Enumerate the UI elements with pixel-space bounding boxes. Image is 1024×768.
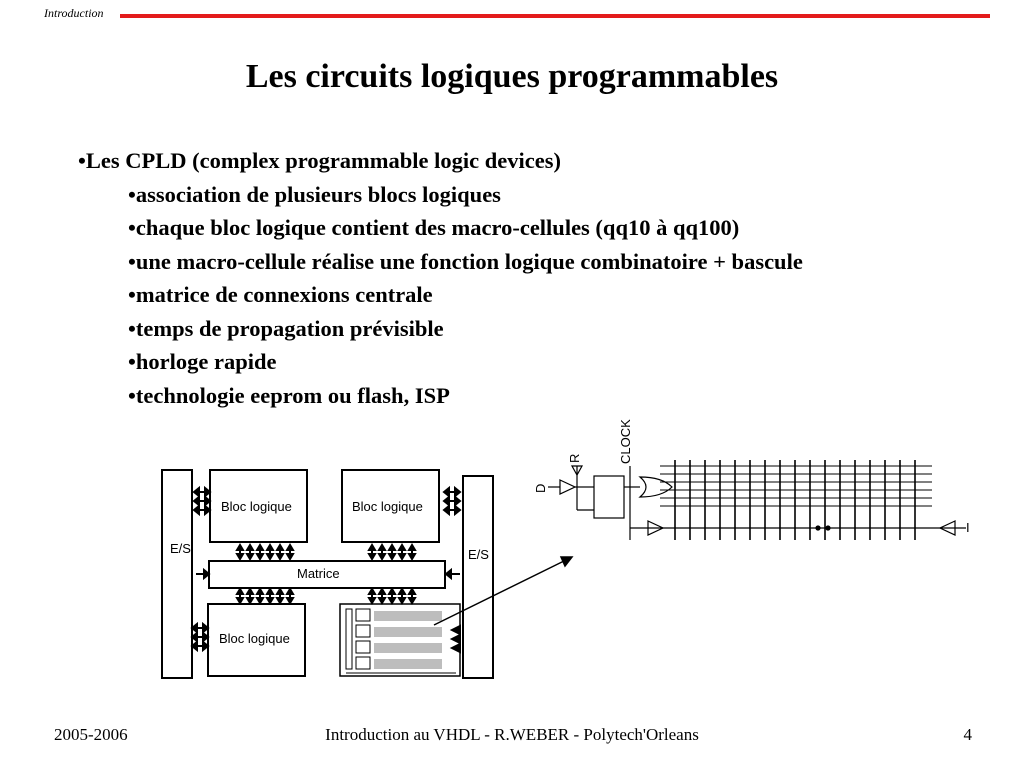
- io-column-left: [161, 469, 193, 679]
- slide-title: Les circuits logiques programmables: [245, 58, 779, 95]
- footer-date: 2005-2006: [54, 725, 128, 744]
- bullet-item: •horloge rapide: [128, 349, 277, 374]
- bullet-item: •association de plusieurs blocs logiques: [128, 181, 501, 207]
- bullet-item: •chaque bloc logique contient des macro-…: [128, 215, 740, 240]
- footer-course: Introduction au VHDL - R.WEBER - Polytec…: [325, 725, 699, 744]
- bullet-list: •Les CPLD (complex programmable logic de…: [78, 144, 803, 412]
- bullet-item: •une macro-cellule réalise une fonction …: [128, 248, 803, 274]
- bullet-item: •temps de propagation prévisible: [128, 315, 444, 341]
- logic-block-bottom-left: [207, 603, 306, 677]
- page-number: 4: [963, 725, 973, 744]
- logic-block-top-left: [209, 469, 308, 543]
- section-label: Introduction: [44, 6, 104, 20]
- matrix-label: Matrice: [297, 566, 340, 581]
- logic-block-label: Bloc logique: [352, 499, 423, 514]
- d-pin-label: D: [533, 484, 548, 493]
- clock-pin-label: CLOCK: [618, 419, 633, 464]
- macrocell-schematic: D R CLOCK: [533, 419, 970, 540]
- logic-block-label: Bloc logique: [221, 499, 292, 514]
- macrocell-rows: [345, 608, 456, 674]
- bullet-item: •technologie eeprom ou flash, ISP: [128, 382, 450, 408]
- logic-block-top-right: [341, 469, 440, 543]
- bullet-item: •matrice de connexions centrale: [128, 282, 433, 307]
- bullet-item: •Les CPLD (complex programmable logic de…: [78, 148, 562, 173]
- vertical-bus-arrows: [235, 543, 417, 605]
- bus-arrows: [190, 485, 462, 654]
- io-right-label: E/S: [468, 547, 489, 562]
- header-rule: [120, 14, 990, 18]
- r-pin-label: R: [567, 454, 582, 463]
- svg-text:I: I: [966, 520, 970, 535]
- io-left-label: E/S: [170, 541, 191, 556]
- logic-block-label: Bloc logique: [219, 631, 290, 646]
- io-column-right: [462, 475, 494, 679]
- zoom-arrow: [433, 556, 574, 626]
